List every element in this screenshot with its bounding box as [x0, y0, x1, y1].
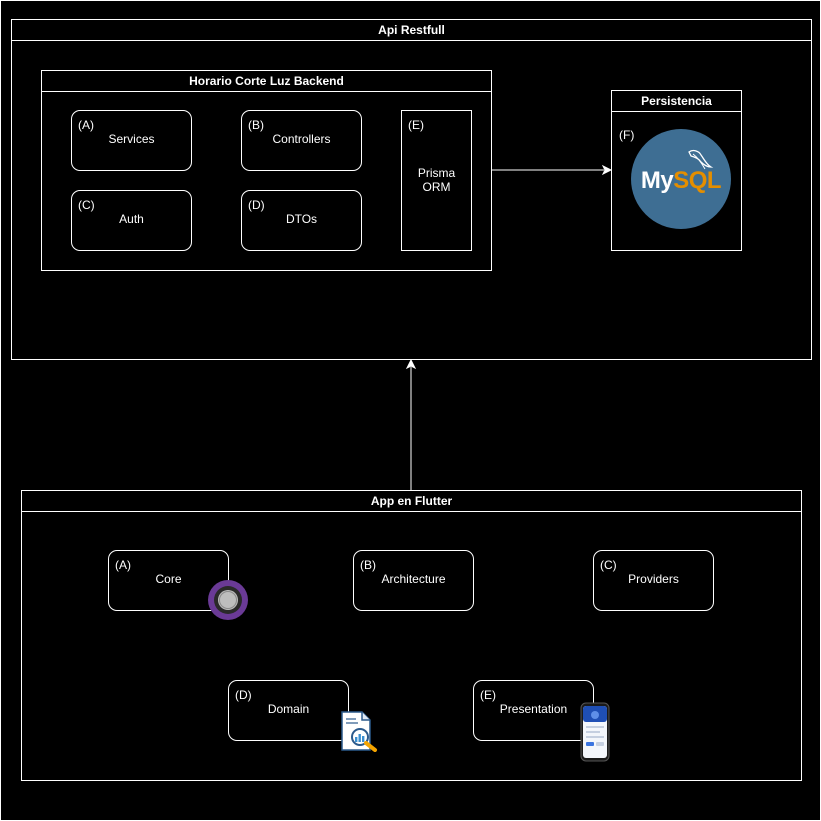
flutter-architecture-box[interactable]: (B) Architecture [353, 550, 474, 611]
flutter-architecture-tag: (B) [360, 558, 376, 572]
flutter-presentation-box[interactable]: (E) Presentation [473, 680, 594, 741]
flutter-presentation-label: Presentation [499, 702, 568, 716]
flutter-app-container: App en Flutter [21, 490, 802, 781]
backend-dtos-box[interactable]: (D) DTOs [241, 190, 362, 251]
backend-controllers-box[interactable]: (B) Controllers [241, 110, 362, 171]
backend-auth-tag: (C) [78, 198, 95, 212]
mobile-app-icon [580, 702, 610, 762]
persistence-tag: (F) [619, 128, 635, 142]
flutter-architecture-label: Architecture [381, 572, 446, 586]
backend-prisma-orm-box[interactable]: (E) Prisma ORM [401, 110, 472, 251]
flutter-core-label: Core [155, 572, 182, 586]
core-ring-icon [208, 580, 248, 620]
mysql-logo-text-a: My [640, 167, 674, 194]
flutter-core-tag: (A) [115, 558, 131, 572]
document-analytics-icon [341, 711, 377, 752]
backend-services-box[interactable]: (A) Services [71, 110, 192, 171]
backend-controllers-tag: (B) [248, 118, 264, 132]
mysql-logo-icon: MySQL [631, 129, 731, 229]
backend-dtos-label: DTOs [285, 212, 318, 226]
flutter-domain-label: Domain [267, 702, 310, 716]
flutter-core-box[interactable]: (A) Core [108, 550, 229, 611]
mysql-logo-text-b: SQL [673, 167, 722, 194]
flutter-presentation-tag: (E) [480, 688, 496, 702]
flutter-providers-tag: (C) [600, 558, 617, 572]
backend-services-label: Services [108, 132, 155, 146]
backend-controllers-label: Controllers [272, 132, 331, 146]
backend-prisma-orm-label: Prisma ORM [417, 166, 456, 194]
persistence-container[interactable]: Persistencia (F) MySQL [611, 90, 742, 251]
flutter-domain-box[interactable]: (D) Domain [228, 680, 349, 741]
arrow-flutter-to-api [405, 358, 417, 490]
flutter-providers-box[interactable]: (C) Providers [593, 550, 714, 611]
flutter-domain-tag: (D) [235, 688, 252, 702]
backend-dtos-tag: (D) [248, 198, 265, 212]
arrow-backend-to-persistence [492, 164, 613, 176]
backend-auth-box[interactable]: (C) Auth [71, 190, 192, 251]
flutter-app-title: App en Flutter [22, 491, 801, 512]
backend-prisma-orm-tag: (E) [408, 118, 424, 132]
api-restfull-title: Api Restfull [12, 20, 811, 41]
backend-services-tag: (A) [78, 118, 94, 132]
flutter-providers-label: Providers [628, 572, 679, 586]
api-restfull-container: Api Restfull [11, 19, 812, 360]
backend-title: Horario Corte Luz Backend [42, 71, 491, 92]
backend-container: Horario Corte Luz Backend [41, 70, 492, 271]
backend-auth-label: Auth [119, 212, 144, 226]
persistence-title: Persistencia [612, 91, 741, 112]
